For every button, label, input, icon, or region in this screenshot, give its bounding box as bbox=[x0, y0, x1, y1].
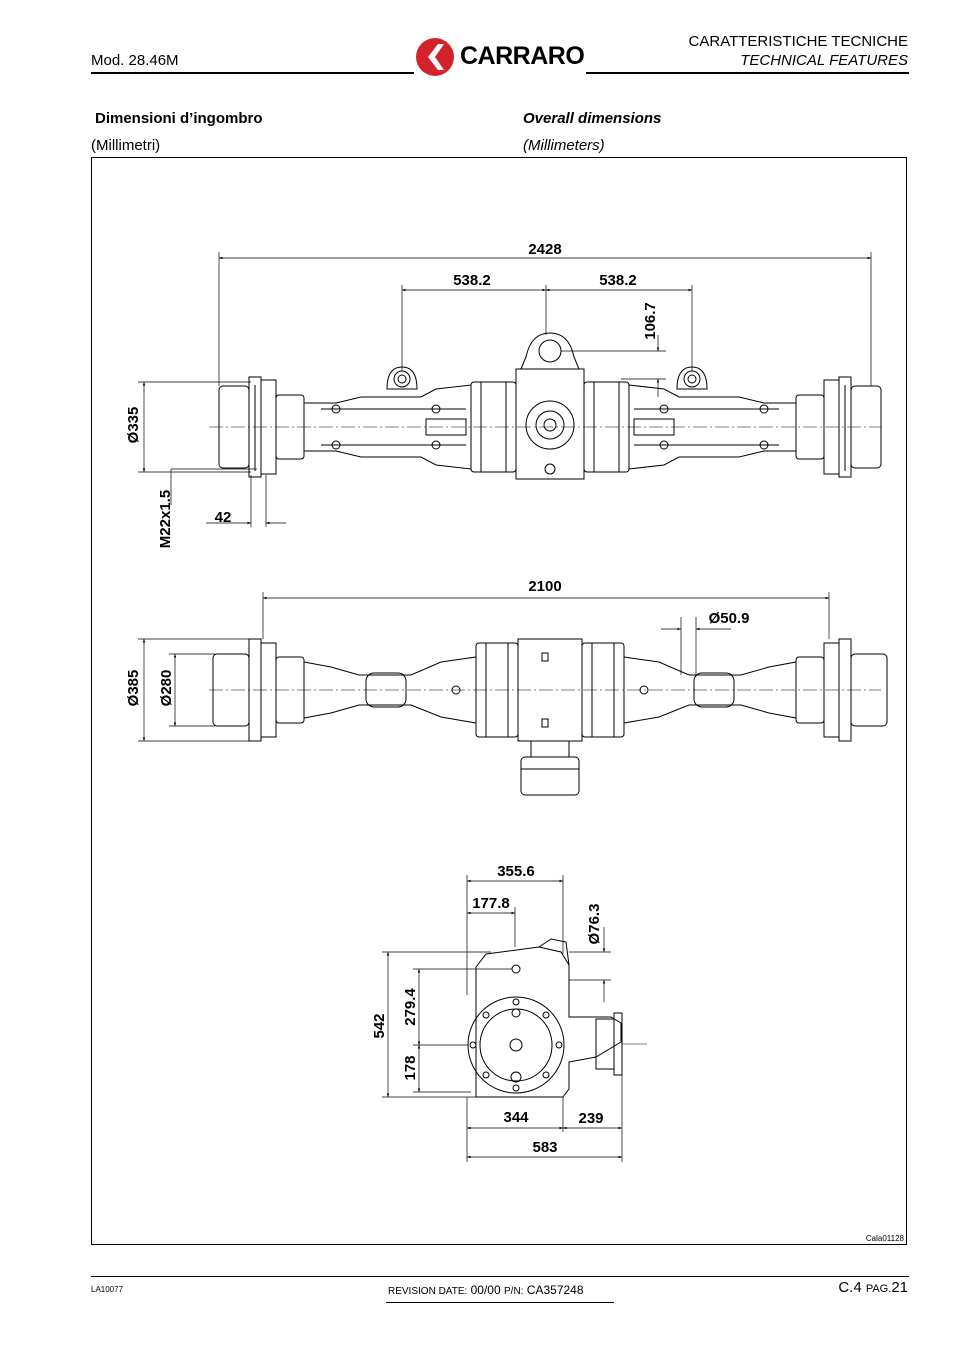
dim-height-106: 106.7 bbox=[642, 302, 659, 340]
pn-label: P/N: bbox=[504, 1286, 524, 1297]
dim-thread: M22x1.5 bbox=[157, 490, 174, 548]
axle-side-view bbox=[467, 938, 647, 1098]
section-number: C.4 bbox=[838, 1279, 862, 1296]
side-view-labels: 355.6 177.8 Ø76.3 542 279.4 178 344 239 … bbox=[371, 863, 604, 1156]
dim-overall-2428: 2428 bbox=[528, 241, 561, 258]
technical-drawing: 2428 538.2 538.2 106.7 Ø335 M22x1.5 42 bbox=[125, 241, 888, 1162]
section-title-en: TECHNICAL FEATURES bbox=[740, 52, 908, 69]
units-it: (Millimetri) bbox=[91, 137, 161, 154]
drawing-reference: Cala01128 bbox=[865, 1234, 904, 1243]
dim-dia-50: Ø50.9 bbox=[709, 610, 750, 627]
revision-value: 00/00 bbox=[470, 1283, 501, 1297]
footer-divider bbox=[91, 1276, 909, 1277]
brand-name: CARRARO bbox=[460, 42, 585, 70]
dim-total-583: 583 bbox=[532, 1139, 557, 1156]
dim-dia-335: Ø335 bbox=[125, 407, 142, 444]
footer-code: LA10077 bbox=[91, 1285, 124, 1294]
dim-left-half: 538.2 bbox=[453, 272, 491, 289]
revision-label: REVISION DATE: bbox=[388, 1286, 468, 1297]
footer-revision: REVISION DATE: 00/00 P/N: CA357248 bbox=[388, 1283, 584, 1297]
logo-mark-icon bbox=[416, 38, 454, 76]
header-divider-right bbox=[586, 72, 909, 74]
footer-page: C.4 PAG.21 bbox=[838, 1279, 908, 1296]
dim-dia-385: Ø385 bbox=[125, 670, 142, 707]
front-view-labels: 2100 Ø50.9 Ø385 Ø280 bbox=[125, 578, 749, 706]
dim-dia-280: Ø280 bbox=[158, 670, 175, 707]
dim-height-542: 542 bbox=[371, 1013, 388, 1038]
dim-overall-2100: 2100 bbox=[528, 578, 561, 595]
dim-offset-42: 42 bbox=[215, 509, 232, 526]
dim-upper-279: 279.4 bbox=[402, 988, 419, 1026]
side-view-dimensions bbox=[382, 875, 623, 1162]
dim-right-half: 538.2 bbox=[599, 272, 637, 289]
dim-lower-178: 178 bbox=[402, 1055, 419, 1080]
dim-dia-76: Ø76.3 bbox=[586, 904, 603, 945]
page-number: 21 bbox=[891, 1279, 908, 1296]
axle-front-view bbox=[209, 638, 888, 796]
page-label: PAG. bbox=[865, 1283, 892, 1295]
footer-revision-underline bbox=[386, 1302, 614, 1303]
dim-base-344: 344 bbox=[503, 1109, 529, 1126]
drawing-frame bbox=[91, 157, 907, 1245]
axle-top-view bbox=[209, 332, 882, 480]
front-view-dimensions bbox=[138, 592, 830, 742]
brand-logo: CARRARO bbox=[414, 36, 589, 78]
dim-width-355: 355.6 bbox=[497, 863, 535, 880]
top-view-dimensions bbox=[138, 252, 872, 527]
model-name: Mod. 28.46M bbox=[91, 52, 179, 69]
dim-half-177: 177.8 bbox=[472, 895, 510, 912]
units-en: (Millimeters) bbox=[523, 137, 605, 154]
pn-value: CA357248 bbox=[526, 1283, 584, 1297]
section-title-it: CARATTERISTICHE TECNICHE bbox=[688, 33, 908, 50]
page-title-it: Dimensioni d’ingombro bbox=[95, 110, 263, 127]
header-divider-left bbox=[91, 72, 414, 74]
top-view-labels: 2428 538.2 538.2 106.7 Ø335 M22x1.5 42 bbox=[125, 241, 659, 548]
dim-projection-239: 239 bbox=[578, 1110, 603, 1127]
page-title-en: Overall dimensions bbox=[523, 110, 662, 127]
